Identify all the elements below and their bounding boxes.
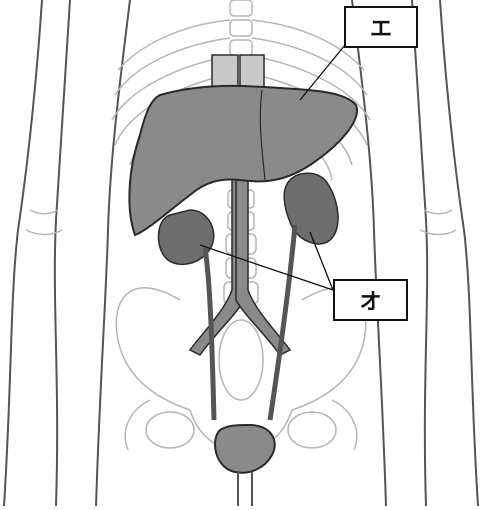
leader-line-o-right-kidney <box>200 245 333 290</box>
label-e: エ <box>344 6 418 48</box>
urethra <box>238 472 252 506</box>
label-o: オ <box>333 279 408 321</box>
ureter-left <box>270 225 295 420</box>
bladder <box>215 425 275 473</box>
